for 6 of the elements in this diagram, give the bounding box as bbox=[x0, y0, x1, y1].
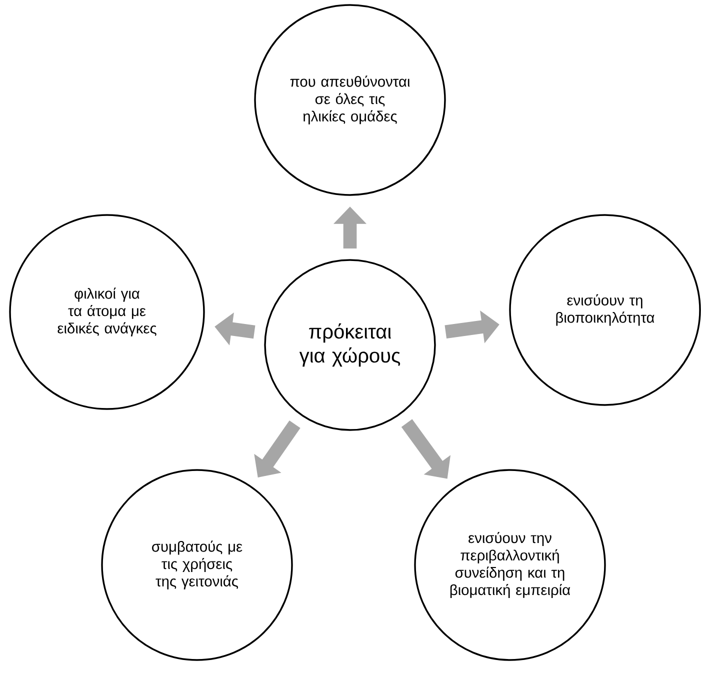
circle-node: που απευθύνονται σε όλες τις ηλικίες ομάδες bbox=[254, 4, 446, 196]
circle-node: ενισύουν τη βιοποικηλότητα bbox=[509, 214, 701, 406]
circle-node: ενισύουν την περιβαλλοντική συνείδηση και τη βιοματική εμπειρία bbox=[414, 469, 606, 661]
circle-node: πρόκειται για χώρους bbox=[264, 259, 436, 431]
circle-node: συμβατούς με τις χρήσεις της γειτονιάς bbox=[101, 469, 293, 661]
circle-node: φιλικοί για τα άτομα με ειδικές ανάγκες bbox=[9, 214, 205, 410]
